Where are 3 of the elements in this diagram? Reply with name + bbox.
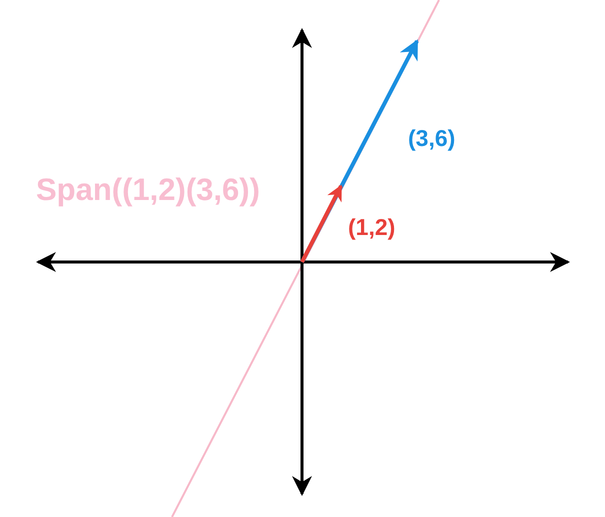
vector-label: (1,2) (348, 216, 396, 239)
vector-label: (3,6) (408, 127, 456, 150)
span-label: Span((1,2)(3,6)) (36, 174, 260, 205)
